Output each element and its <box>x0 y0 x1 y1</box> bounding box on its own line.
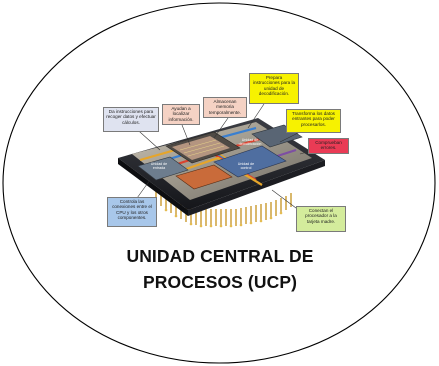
label-unidad-decodificacion: Unidad de decodificación <box>238 138 262 147</box>
callout-ayudan: Ayudan a localizar información. <box>162 104 200 125</box>
callout-controla: Controla las conexiones entre el CPU y l… <box>107 197 157 227</box>
label-unidad-control: Unidad de control <box>237 162 255 171</box>
label-unidad-entrada: Unidad de entrada <box>150 162 168 171</box>
callout-da-instrucciones: Da instrucciones para recoger datos y ef… <box>103 107 159 132</box>
callout-transforma: Transforma los datos entrantes para pode… <box>286 109 341 133</box>
callout-comprueban: Comprueban errores. <box>308 138 349 154</box>
title-line-1: UNIDAD CENTRAL DE <box>126 246 314 266</box>
callout-almacenan: Almacenan memoria temporalmente. <box>203 97 247 118</box>
callout-prepara: Prepara instrucciones para la unidad de … <box>249 73 299 104</box>
title-line-2: PROCESOS (UCP) <box>142 272 298 292</box>
callout-conectan: Conectan el procesador a la tarjeta madr… <box>296 206 346 232</box>
